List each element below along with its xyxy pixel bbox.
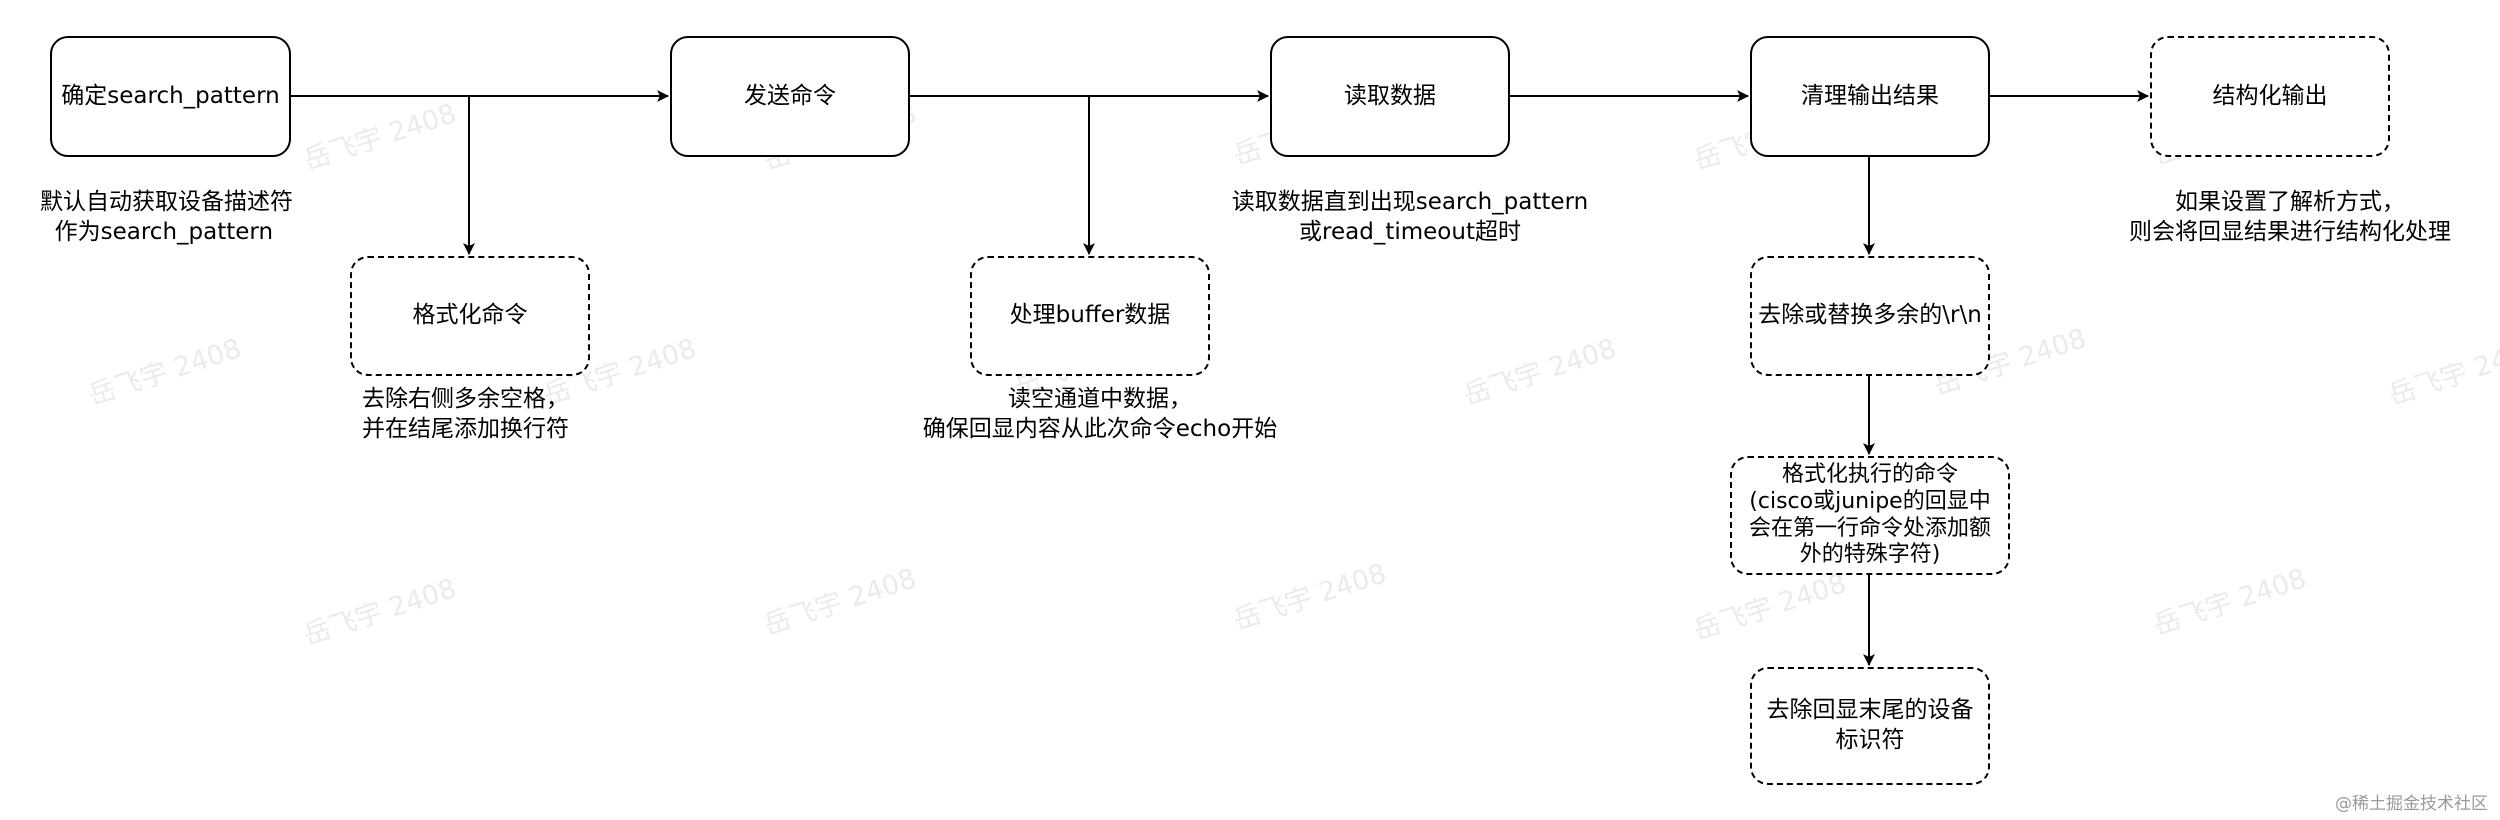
node-send-command[interactable]: 发送命令 — [670, 36, 910, 157]
note-structured-output: 如果设置了解析方式， 则会将回显结果进行结构化处理 — [2129, 189, 2451, 245]
note-format-command: 去除右侧多余空格， 并在结尾添加换行符 — [362, 386, 569, 442]
node-process-buffer[interactable]: 处理buffer数据 — [970, 256, 1210, 376]
site-watermark: @稀土掘金技术社区 — [2335, 794, 2488, 814]
note-process-buffer: 读空通道中数据， 确保回显内容从此次命令echo开始 — [922, 386, 1278, 442]
node-remove-extra-newlines[interactable]: 去除或替换多余的\r\n — [1750, 256, 1990, 376]
note-read-data: 读取数据直到出现search_pattern 或read_timeout超时 — [1231, 189, 1589, 245]
node-format-executed-command[interactable]: 格式化执行的命令 (cisco或junipe的回显中 会在第一行命令处添加额 外… — [1730, 456, 2010, 575]
node-format-command[interactable]: 格式化命令 — [350, 256, 590, 376]
node-structured-output[interactable]: 结构化输出 — [2150, 36, 2390, 157]
node-determine-search-pattern[interactable]: 确定search_pattern — [50, 36, 291, 157]
node-clean-output[interactable]: 清理输出结果 — [1750, 36, 1990, 157]
note-determine-search-pattern: 默认自动获取设备描述符 作为search_pattern — [40, 189, 293, 245]
node-remove-device-prompt[interactable]: 去除回显末尾的设备 标识符 — [1750, 667, 1990, 785]
node-read-data[interactable]: 读取数据 — [1270, 36, 1510, 157]
